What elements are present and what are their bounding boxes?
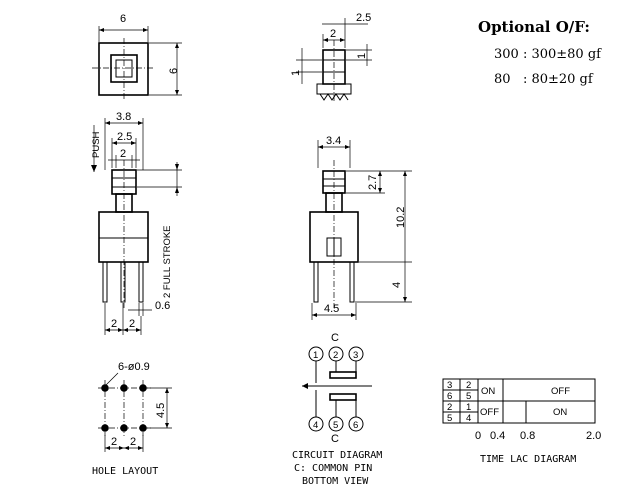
front-dim-2-5: 2.5 bbox=[117, 131, 132, 143]
hole-spec: 6-ø0.9 bbox=[118, 361, 150, 373]
timing-tick-0-8: 0.8 bbox=[520, 430, 535, 442]
timing-r3-a: 2 bbox=[447, 402, 452, 413]
timing-r4-b: 4 bbox=[466, 413, 471, 424]
optional-title: Optional O/F: bbox=[478, 18, 590, 36]
timing-off-state: OFF bbox=[551, 386, 570, 397]
top-view-body bbox=[98, 42, 149, 96]
front-pin-right bbox=[138, 261, 144, 303]
circuit-c-bottom: C bbox=[331, 433, 339, 445]
side-top-dim-2: 2 bbox=[330, 28, 336, 40]
full-stroke-label: 2 FULL STROKE bbox=[162, 225, 173, 298]
timing-r2-b: 5 bbox=[466, 391, 471, 402]
side-top-dim-1-left: 1 bbox=[290, 70, 302, 76]
timing-off-label: OFF bbox=[480, 407, 499, 418]
timing-r4-a: 5 bbox=[447, 413, 452, 424]
timing-r1-b: 2 bbox=[466, 380, 471, 391]
hole-layout: 6-ø0.9 4.5 2 2 HOLE LAYOUT bbox=[92, 361, 172, 477]
circuit-diagram: C 1 2 3 4 5 6 C CIRCUIT DIAGRAM C: COMMO… bbox=[292, 332, 382, 487]
circuit-pin-6: 6 bbox=[353, 420, 358, 431]
timing-caption: TIME LAC DIAGRAM bbox=[480, 454, 576, 465]
circuit-caption-2: C: COMMON PIN bbox=[294, 463, 372, 474]
front-dim-2: 2 bbox=[120, 148, 126, 160]
circuit-pin-2: 2 bbox=[333, 350, 338, 361]
side-top-dim-1-right: 1 bbox=[356, 53, 368, 59]
front-dim-3-8: 3.8 bbox=[116, 111, 131, 123]
side-dim-10-2: 10.2 bbox=[395, 207, 407, 228]
timing-on-state: ON bbox=[553, 407, 567, 418]
circuit-caption-1: CIRCUIT DIAGRAM bbox=[292, 450, 382, 461]
front-view: PUSH 3.8 2.5 2 2 FU bbox=[91, 111, 182, 335]
circuit-pin-4: 4 bbox=[313, 420, 318, 431]
circuit-c-top: C bbox=[331, 332, 339, 344]
hole-pitch-2: 2 bbox=[130, 436, 136, 448]
hole bbox=[120, 424, 128, 432]
hole bbox=[101, 424, 109, 432]
circuit-caption-3: BOTTOM VIEW bbox=[302, 476, 369, 487]
optional-force-block: Optional O/F: 300 : 300±80 gf 80 : 80±20… bbox=[478, 18, 602, 87]
timing-r1-a: 3 bbox=[447, 380, 452, 391]
timing-diagram: 3 2 6 5 2 1 5 4 ON OFF OFF ON 0 0.4 0.8 … bbox=[442, 378, 601, 465]
hole bbox=[139, 424, 147, 432]
hole bbox=[101, 384, 109, 392]
side-view: 3.4 2.7 10.2 4 4.5 bbox=[309, 135, 412, 320]
front-pin-left bbox=[102, 261, 108, 303]
hole bbox=[120, 384, 128, 392]
front-pitch-2: 2 bbox=[129, 318, 135, 330]
hole-layout-caption: HOLE LAYOUT bbox=[92, 466, 158, 477]
circuit-pin-1: 1 bbox=[313, 350, 318, 361]
timing-on-label: ON bbox=[481, 386, 495, 397]
front-pitch-1: 2 bbox=[111, 318, 117, 330]
front-pin-mid bbox=[120, 261, 126, 303]
timing-tick-0-4: 0.4 bbox=[490, 430, 505, 442]
timing-tick-0: 0 bbox=[475, 430, 481, 442]
circuit-pin-5: 5 bbox=[333, 420, 338, 431]
pin-width: 0.6 bbox=[155, 300, 170, 312]
timing-r3-b: 1 bbox=[466, 402, 471, 413]
timing-r2-a: 6 bbox=[447, 391, 452, 402]
circuit-pin-3: 3 bbox=[353, 350, 358, 361]
top-view-width: 6 bbox=[120, 13, 126, 25]
side-top-detail: 2.5 2 1 1 bbox=[290, 12, 372, 102]
side-dim-4: 4 bbox=[391, 282, 403, 288]
hole-dim-4-5: 4.5 bbox=[155, 403, 167, 418]
side-pin-right bbox=[349, 261, 355, 303]
push-label: PUSH bbox=[91, 131, 102, 158]
optional-line-80: 80 : 80±20 gf bbox=[494, 72, 594, 87]
hole-pitch-1: 2 bbox=[111, 436, 117, 448]
side-dim-4-5: 4.5 bbox=[324, 303, 339, 315]
timing-tick-2-0: 2.0 bbox=[586, 430, 601, 442]
side-top-dim-2-5: 2.5 bbox=[356, 12, 371, 24]
top-view-height: 6 bbox=[168, 68, 180, 74]
side-dim-2-7: 2.7 bbox=[367, 175, 379, 190]
hole bbox=[139, 384, 147, 392]
optional-line-300: 300 : 300±80 gf bbox=[494, 47, 602, 62]
front-housing bbox=[98, 211, 149, 263]
top-view: 6 6 bbox=[92, 13, 182, 100]
side-dim-3-4: 3.4 bbox=[326, 135, 341, 147]
side-pin-left bbox=[313, 261, 319, 303]
